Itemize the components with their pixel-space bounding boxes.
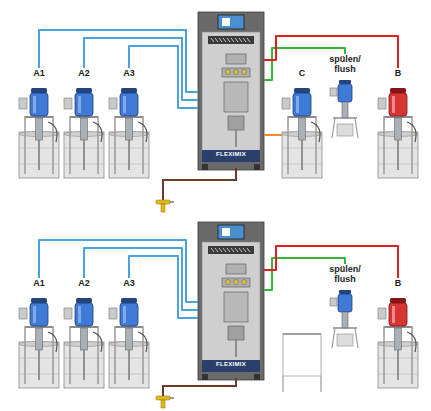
unit-name: FLEXIMIX xyxy=(198,151,264,158)
pump-station: C xyxy=(282,68,322,180)
pump-station: spülen/ flush xyxy=(326,264,364,354)
pump-station: B xyxy=(375,278,421,390)
feed-pump xyxy=(64,298,102,384)
hose-line xyxy=(39,240,198,302)
hose-line xyxy=(84,248,198,310)
unit-name: FLEXIMIX xyxy=(198,361,264,368)
hose-line xyxy=(129,256,198,318)
pump-label: spülen/ flush xyxy=(326,54,364,74)
feed-pump xyxy=(109,298,147,384)
pump-station: A1 xyxy=(16,278,62,390)
hardener-pump xyxy=(378,298,416,384)
hose-line xyxy=(39,30,198,92)
feed-pump xyxy=(19,88,57,174)
pump-label: A2 xyxy=(61,68,107,78)
pump-label: B xyxy=(375,278,421,288)
pump-station: spülen/ flush xyxy=(326,54,364,144)
hose-line xyxy=(129,46,198,108)
feed-pump xyxy=(282,88,320,174)
mixing-unit: FLEXIMIX xyxy=(198,12,264,170)
pump-station: A1 xyxy=(16,68,62,180)
pump-label: B xyxy=(375,68,421,78)
pump-label: A1 xyxy=(16,278,62,288)
mixing-cabinet xyxy=(198,222,264,380)
mixing-cabinet xyxy=(198,12,264,170)
pump-station: B xyxy=(375,68,421,180)
spray-hose xyxy=(163,378,236,396)
feed-pump xyxy=(64,88,102,174)
pump-station: A3 xyxy=(106,278,152,390)
pump-station: A2 xyxy=(61,68,107,180)
spray-hose xyxy=(163,168,236,200)
feed-pump xyxy=(109,88,147,174)
pump-station: A2 xyxy=(61,278,107,390)
feed-pump xyxy=(19,298,57,384)
pump-label: A1 xyxy=(16,68,62,78)
flush-pump xyxy=(330,290,358,348)
pump-label: A3 xyxy=(106,68,152,78)
empty-stand xyxy=(283,334,321,392)
hardener-pump xyxy=(378,88,416,174)
hose-line xyxy=(84,38,198,100)
pump-label: A2 xyxy=(61,278,107,288)
mixing-unit: FLEXIMIX xyxy=(198,222,264,380)
spray-gun xyxy=(156,200,174,212)
pump-label: C xyxy=(282,68,322,78)
hose-line xyxy=(264,134,282,136)
pump-label: A3 xyxy=(106,278,152,288)
pump-station: A3 xyxy=(106,68,152,180)
flush-pump xyxy=(330,80,358,138)
pump-label: spülen/ flush xyxy=(326,264,364,284)
spray-gun xyxy=(156,396,174,408)
